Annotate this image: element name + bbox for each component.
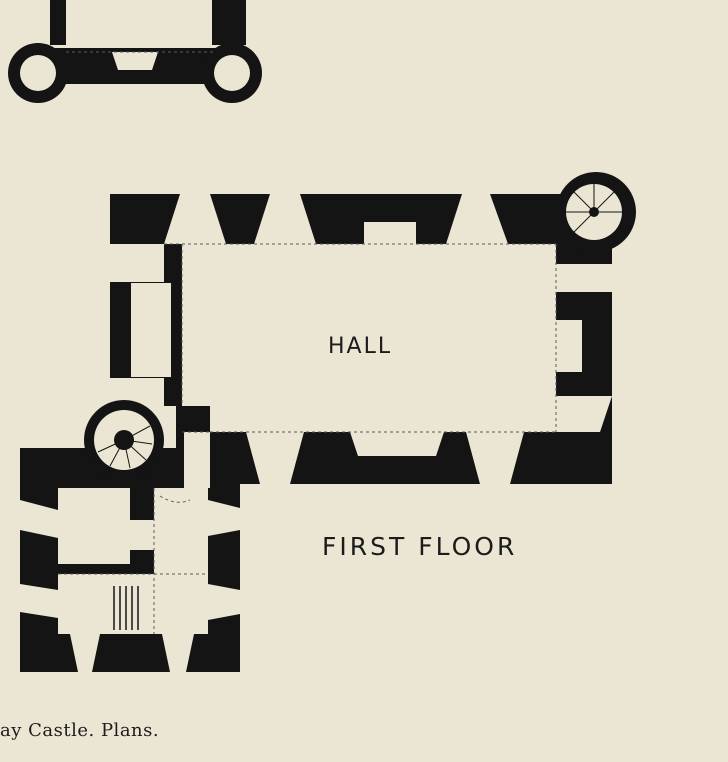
hall-dashed-lines: [164, 243, 557, 433]
figure-caption: ay Castle. Plans.: [0, 720, 160, 741]
hall-west-chamber: [110, 244, 173, 406]
upper-plan-fragment: [8, 0, 262, 103]
hall-label: HALL: [328, 334, 393, 359]
southwest-stair-turret: [84, 400, 164, 480]
hall-north-windows: [164, 194, 508, 244]
hall-interior: [182, 244, 556, 432]
northeast-stair-turret: [556, 172, 636, 252]
hall-east-openings: [556, 264, 612, 432]
floor-label: FIRST FLOOR: [322, 532, 518, 561]
hall-south-windows: [246, 432, 524, 484]
connector: [176, 406, 210, 488]
